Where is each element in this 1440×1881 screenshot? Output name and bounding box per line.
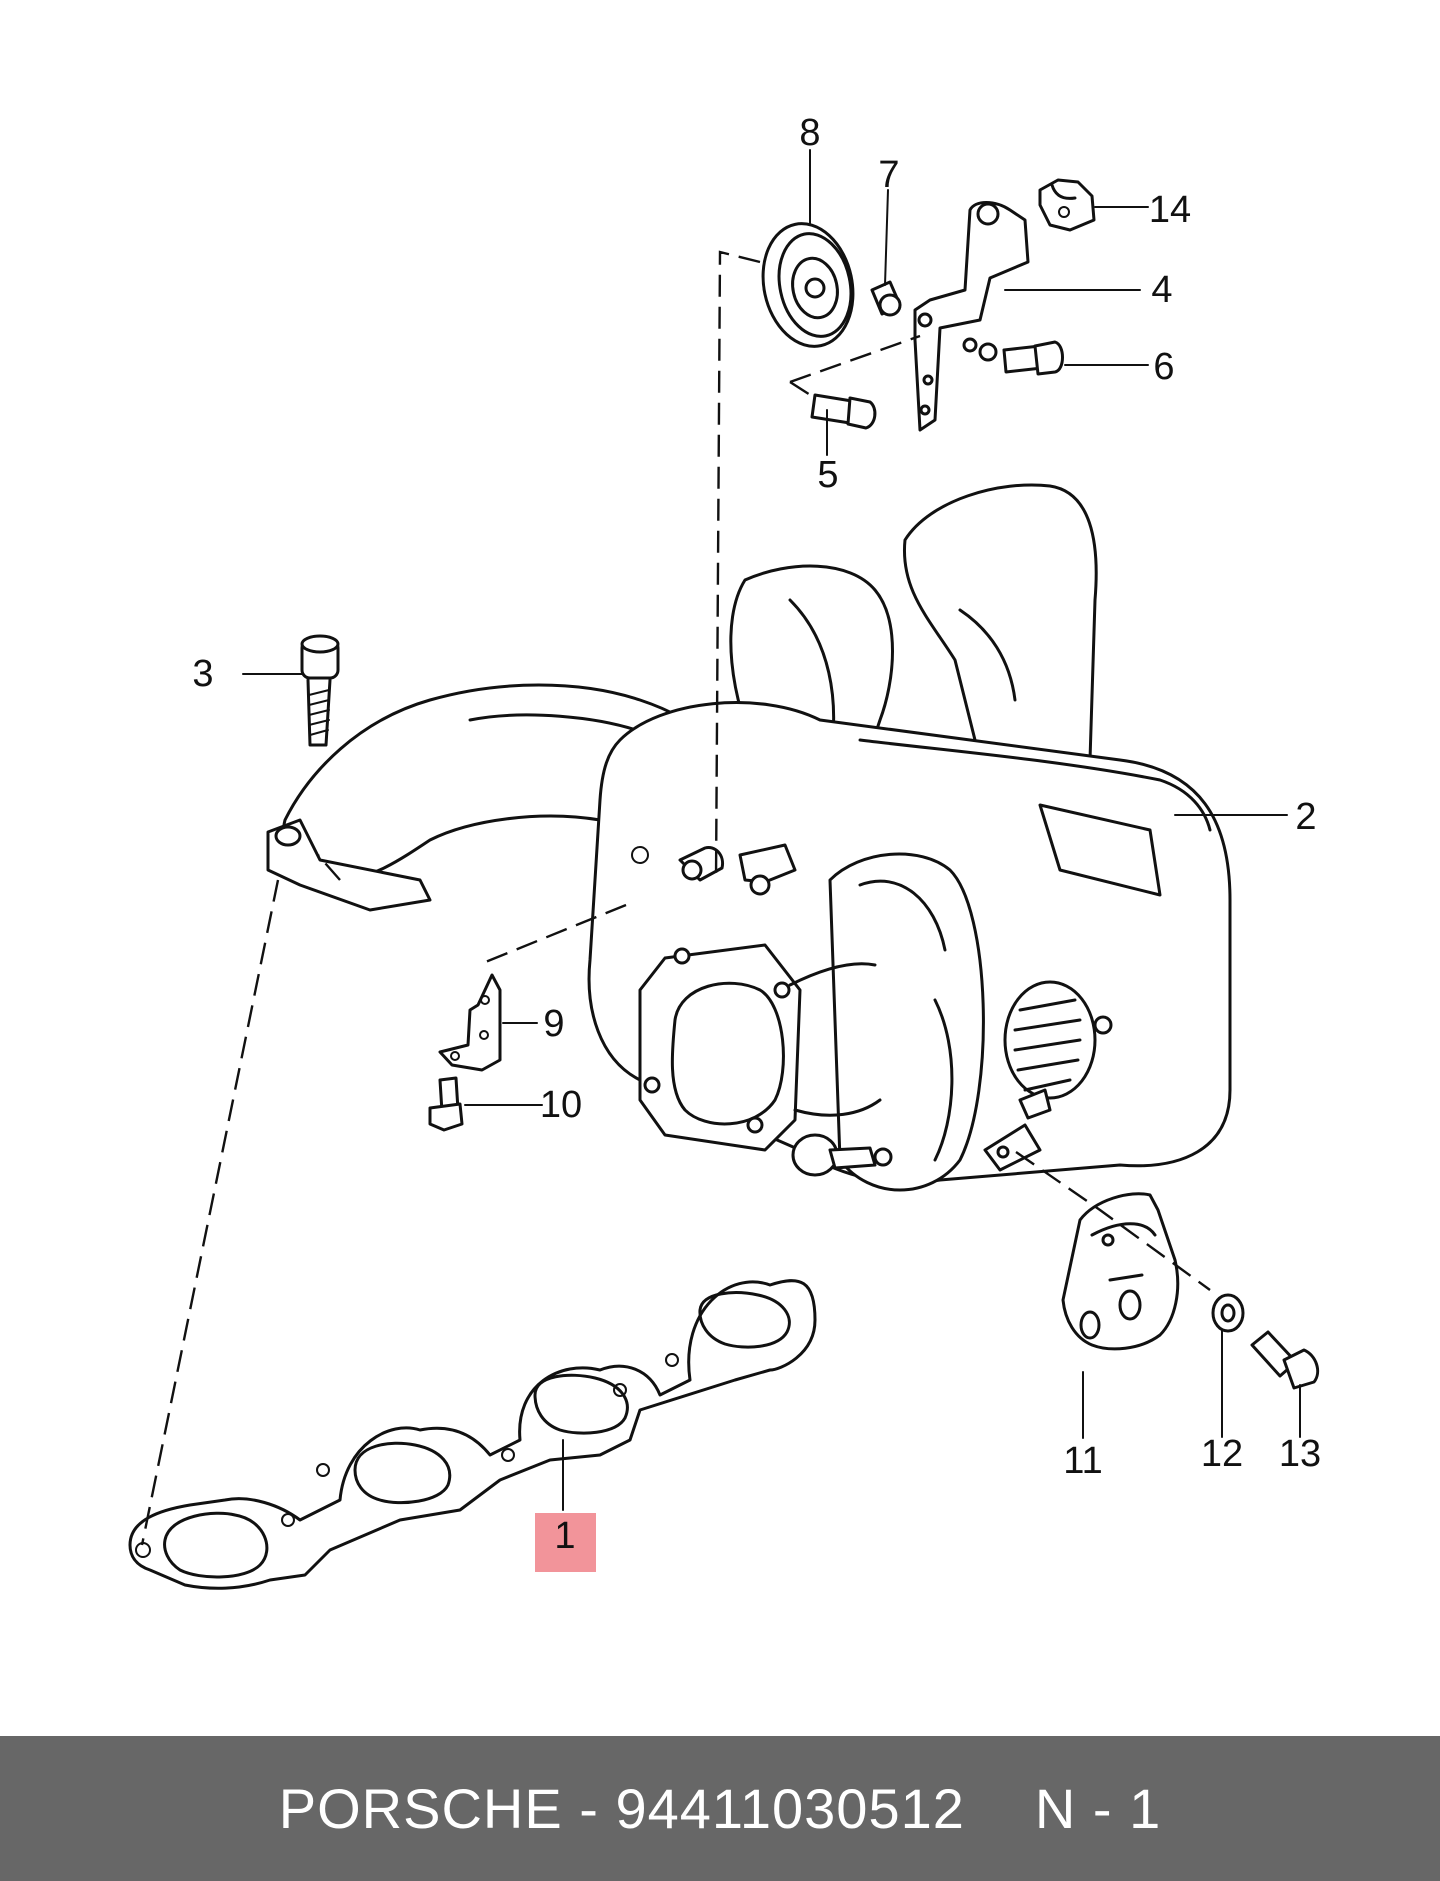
callouts: 1 2 3 4 5 6 7 8 9 10 11 12 13 14 (192, 112, 1321, 1572)
callout-7[interactable]: 7 (878, 154, 899, 196)
footer-separator: - (562, 1777, 616, 1840)
callout-10[interactable]: 10 (540, 1084, 582, 1126)
leader-lines (242, 149, 1301, 1511)
spacer-sleeve (870, 280, 902, 317)
footer-brand: PORSCHE (278, 1777, 563, 1840)
mounting-bracket (913, 201, 1030, 432)
manifold-gasket (128, 1279, 817, 1590)
hex-bolt-13 (1250, 1330, 1320, 1390)
support-bracket (1061, 1192, 1180, 1351)
part-footer-text: PORSCHE - 94411030512 N - 1 (0, 1736, 1440, 1881)
callout-1-highlight (535, 1513, 596, 1572)
hex-bolt-10 (428, 1076, 464, 1132)
footer-position: N - 1 (1034, 1777, 1162, 1840)
callout-13[interactable]: 13 (1279, 1433, 1321, 1475)
callout-8[interactable]: 8 (799, 112, 820, 154)
hex-bolt-5 (810, 393, 877, 430)
socket-bolt (300, 634, 340, 747)
part-footer-bar: PORSCHE - 94411030512 N - 1 (0, 1736, 1440, 1881)
callout-2[interactable]: 2 (1295, 796, 1316, 838)
pulley-cap (761, 222, 855, 348)
parts-diagram: 1 2 3 4 5 6 7 8 9 10 11 12 13 14 (128, 112, 1321, 1590)
callout-5[interactable]: 5 (817, 454, 838, 496)
assembly-lines (140, 250, 1211, 1546)
washer (1211, 1293, 1245, 1333)
intake-manifold (266, 483, 1232, 1192)
callout-14[interactable]: 14 (1149, 189, 1191, 231)
callout-3[interactable]: 3 (192, 653, 213, 695)
callout-12[interactable]: 12 (1201, 1433, 1243, 1475)
callout-9[interactable]: 9 (543, 1003, 564, 1045)
small-bracket (438, 973, 502, 1072)
callout-4[interactable]: 4 (1151, 269, 1172, 311)
callout-11[interactable]: 11 (1063, 1440, 1102, 1482)
hex-bolt-6 (978, 340, 1064, 376)
callout-1[interactable]: 1 (554, 1515, 575, 1557)
footer-part-number: 94411030512 (615, 1777, 965, 1840)
callout-6[interactable]: 6 (1153, 346, 1174, 388)
clip-fastener (1038, 178, 1096, 232)
